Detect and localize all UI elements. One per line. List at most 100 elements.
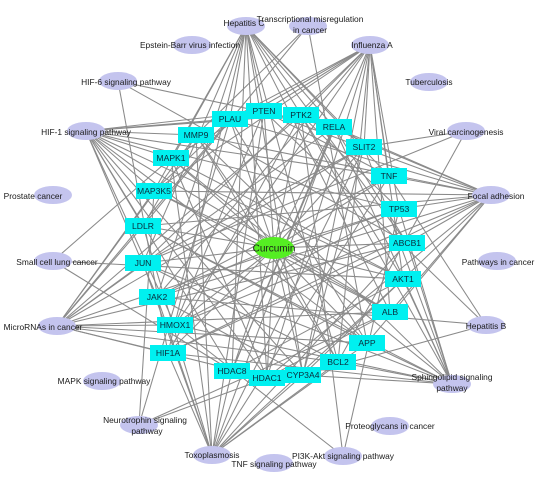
edge-ldlr-micrornas-in-cancer: [56, 225, 144, 327]
target-box: [349, 335, 385, 351]
pathway-ellipse: [478, 252, 516, 270]
pathway-label: Epstein-Barr virus infection: [140, 40, 240, 50]
edge-hmox1-focal-adhesion: [174, 194, 492, 326]
target-node-slit2: SLIT2: [346, 139, 382, 155]
edge-hdac1-mapk1: [170, 157, 268, 379]
edge-rela-toxoplasmosis: [211, 126, 335, 456]
target-node-mmp9: MMP9: [178, 127, 214, 143]
target-box: [381, 201, 417, 217]
edge-ptk2-pi3k-akt-signaling-pathway: [300, 114, 344, 457]
target-box: [246, 103, 282, 119]
edge-cyp3a4-influenza-a: [302, 44, 371, 376]
pathway-node-hepatitis-c: Hepatitis C: [224, 17, 265, 35]
edge-tnf-hif-1-signaling-pathway: [85, 130, 390, 177]
edge-mapk1-toxoplasmosis: [170, 157, 213, 456]
edge-drug-rela: [273, 126, 335, 249]
pathway-ellipse: [447, 122, 485, 140]
pathway-ellipse: [324, 447, 362, 465]
edge-mapk1-sphingolipid-signaling-pathway: [170, 157, 453, 385]
target-label: HDAC8: [217, 366, 246, 376]
edge-jun-influenza-a: [142, 44, 371, 264]
edge-drug-bcl2: [273, 247, 339, 363]
target-box: [125, 218, 161, 234]
edge-hdac1-hif-1-signaling-pathway: [85, 130, 268, 379]
target-box: [136, 183, 172, 199]
target-node-bcl2: BCL2: [320, 354, 356, 370]
edge-jun-micrornas-in-cancer: [56, 262, 144, 327]
target-box: [139, 289, 175, 305]
target-node-rela: RELA: [316, 119, 352, 135]
target-node-abcb1: ABCB1: [389, 235, 425, 251]
target-label: HIF1A: [156, 348, 181, 358]
edge-mmp9-sphingolipid-signaling-pathway: [195, 134, 453, 385]
pathway-ellipse: [120, 416, 158, 434]
target-node-ldlr: LDLR: [125, 218, 161, 234]
target-node-cyp3a4: CYP3A4: [285, 367, 321, 383]
edge-jak2-hepatitis-b: [156, 296, 487, 326]
edge-bcl2-influenza-a: [337, 44, 371, 363]
target-box: [157, 317, 193, 333]
pathway-ellipse: [99, 72, 137, 90]
edge-ldlr-focal-adhesion: [142, 194, 492, 227]
target-box: [316, 119, 352, 135]
target-label: MMP9: [184, 130, 209, 140]
edge-map3k5-hif-1-signaling-pathway: [85, 130, 155, 192]
target-node-map3k5: MAP3K5: [136, 183, 172, 199]
edge-mmp9-toxoplasmosis: [195, 134, 213, 456]
pathway-label: Small cell lung cancer: [16, 257, 98, 267]
edge-plau-hepatitis-c: [229, 25, 247, 120]
edge-pten-hepatitis-b: [263, 110, 487, 326]
pathway-ellipse: [351, 36, 389, 54]
target-node-hdac1: HDAC1: [249, 370, 285, 386]
target-node-hif1a: HIF1A: [150, 345, 186, 361]
target-label: SLIT2: [353, 142, 376, 152]
edge-jun-bcl2: [142, 262, 339, 363]
edge-jak2-hepatitis-c: [156, 25, 247, 298]
edge-tp53-hmox1: [174, 208, 400, 326]
edge-drug-hdac8: [231, 247, 275, 372]
pathway-ellipse: [34, 186, 72, 204]
edge-tp53-hif-1-signaling-pathway: [85, 130, 400, 210]
target-box: [153, 150, 189, 166]
target-box: [346, 139, 382, 155]
pathway-ellipse: [255, 454, 293, 472]
pathway-label: Influenza A: [351, 40, 393, 50]
edge-bcl2-sphingolipid-signaling-pathway: [337, 361, 453, 385]
edge-drug-jak2: [156, 247, 275, 298]
target-box: [178, 127, 214, 143]
edge-rela-micrornas-in-cancer: [56, 126, 335, 327]
pathway-label: Viral carcinogenesis: [429, 127, 504, 137]
pathway-label: Prostate cancer: [4, 191, 63, 201]
edge-bcl2-hepatitis-c: [245, 25, 339, 363]
edge-drug-ldlr: [142, 225, 275, 249]
target-box: [249, 370, 285, 386]
pathway-ellipse: [34, 252, 72, 270]
edge-hif1a-hif-6-signaling-pathway: [117, 80, 169, 354]
edge-pten-hepatitis-c: [245, 25, 265, 112]
pathway-node-pi3k-akt-signaling-pathway: PI3K-Akt signaling pathway: [292, 447, 395, 465]
pathway-label: Hepatitis B: [466, 321, 507, 331]
edge-hdac1-neurotrophin-signaling-pathway: [138, 377, 268, 426]
edge-app-hif-1-signaling-pathway: [85, 130, 368, 344]
edge-hdac8-hepatitis-c: [231, 25, 247, 372]
target-label: RELA: [323, 122, 346, 132]
target-node-jak2: JAK2: [139, 289, 175, 305]
target-label: MAPK1: [156, 153, 185, 163]
pathway-ellipse: [371, 417, 409, 435]
edge-hdac1-influenza-a: [266, 44, 371, 379]
edge-bcl2-micrornas-in-cancer: [56, 325, 339, 363]
edge-akt1-hdac8: [231, 278, 404, 372]
target-box: [320, 354, 356, 370]
target-node-hmox1: HMOX1: [157, 317, 193, 333]
target-box: [125, 255, 161, 271]
pathway-node-pathways-in-cancer: Pathways in cancer: [462, 252, 535, 270]
target-label: ABCB1: [393, 238, 421, 248]
edge-map3k5-micrornas-in-cancer: [56, 190, 155, 327]
pathway-node-influenza-a: Influenza A: [351, 36, 393, 54]
target-node-app: APP: [349, 335, 385, 351]
edge-pten-influenza-a: [263, 44, 371, 112]
